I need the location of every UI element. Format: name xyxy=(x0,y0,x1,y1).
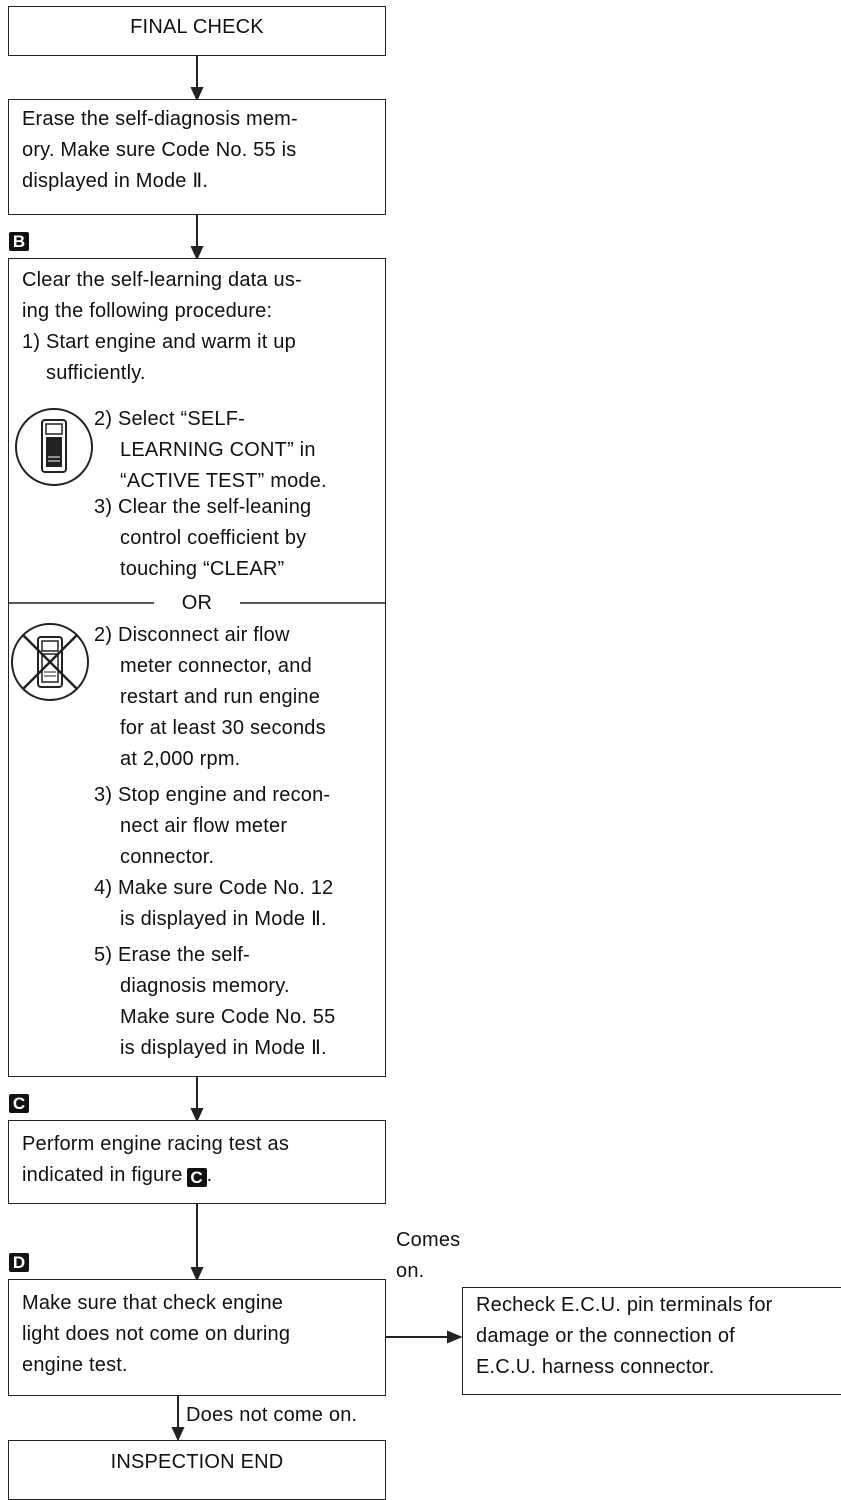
erase-memory-box xyxy=(8,99,386,215)
manual-step-8: connector. xyxy=(120,846,215,868)
check-line-2: light does not come on during xyxy=(22,1323,291,1345)
manual-step-9: 4) Make sure Code No. 12 xyxy=(94,877,334,899)
check-light-box xyxy=(8,1279,386,1396)
clear-intro-3: 1) Start engine and warm it up xyxy=(22,331,296,353)
racing-test-box xyxy=(8,1120,386,1204)
clear-intro-1: Clear the self-learning data us- xyxy=(22,269,302,291)
consult-step-6: touching “CLEAR” xyxy=(120,558,285,580)
badge-c-inline: C xyxy=(186,1168,207,1187)
badge-b: B xyxy=(9,232,29,251)
consult-step-5: control coefficient by xyxy=(120,527,307,549)
final-check-box xyxy=(8,6,386,56)
comes-on-label-1: Comes xyxy=(396,1229,461,1251)
manual-step-2: meter connector, and xyxy=(120,655,312,677)
recheck-line-1: Recheck E.C.U. pin terminals for xyxy=(476,1294,773,1316)
recheck-box xyxy=(462,1287,841,1395)
manual-step-7: nect air flow meter xyxy=(120,815,288,837)
consult-step-3: “ACTIVE TEST” mode. xyxy=(120,470,327,492)
comes-on-label-2: on. xyxy=(396,1260,425,1282)
manual-step-13: Make sure Code No. 55 xyxy=(120,1006,336,1028)
badge-c: C xyxy=(9,1094,29,1113)
erase-line-1: Erase the self-diagnosis mem- xyxy=(22,108,298,130)
manual-step-14: is displayed in Mode Ⅱ. xyxy=(120,1037,327,1059)
racing-line-1: Perform engine racing test as xyxy=(22,1133,290,1155)
manual-step-12: diagnosis memory. xyxy=(120,975,290,997)
clear-intro-4: sufficiently. xyxy=(46,362,146,384)
consult-step-1: 2) Select “SELF- xyxy=(94,408,246,430)
manual-step-11: 5) Erase the self- xyxy=(94,944,250,966)
no-tester-icon xyxy=(11,623,89,701)
consult-step-2: LEARNING CONT” in xyxy=(120,439,316,461)
erase-line-2: ory. Make sure Code No. 55 is xyxy=(22,139,297,161)
manual-step-4: for at least 30 seconds xyxy=(120,717,326,739)
manual-step-6: 3) Stop engine and recon- xyxy=(94,784,331,806)
check-line-1: Make sure that check engine xyxy=(22,1292,284,1314)
or-label: OR xyxy=(181,592,213,614)
manual-step-1: 2) Disconnect air flow xyxy=(94,624,290,646)
clear-intro-2: ing the following procedure: xyxy=(22,300,273,322)
check-line-3: engine test. xyxy=(22,1354,128,1376)
consult-tester-icon xyxy=(15,408,93,486)
racing-line-2-period: . xyxy=(206,1164,213,1186)
recheck-line-2: damage or the connection of xyxy=(476,1325,735,1347)
erase-line-3: displayed in Mode Ⅱ. xyxy=(22,170,209,192)
manual-step-10: is displayed in Mode Ⅱ. xyxy=(120,908,327,930)
manual-step-3: restart and run engine xyxy=(120,686,321,708)
recheck-line-3: E.C.U. harness connector. xyxy=(476,1356,715,1378)
inspection-end-label: INSPECTION END xyxy=(110,1451,284,1473)
badge-d: D xyxy=(9,1253,29,1272)
does-not-come-on-label: Does not come on. xyxy=(186,1404,358,1426)
final-check-label: FINAL CHECK xyxy=(130,16,264,38)
consult-step-4: 3) Clear the self-leaning xyxy=(94,496,312,518)
racing-line-2-text: indicated in figure xyxy=(22,1164,183,1186)
manual-step-5: at 2,000 rpm. xyxy=(120,748,241,770)
